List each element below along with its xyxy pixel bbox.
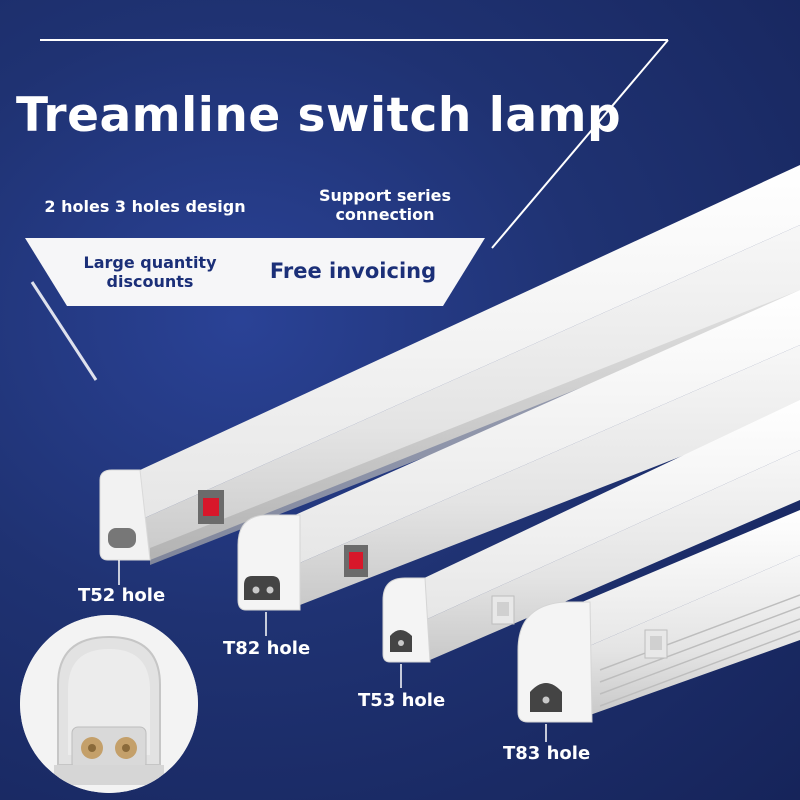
label-t83: T83 hole (503, 743, 591, 764)
promo-banner: Large quantity discounts Free invoicing (25, 238, 485, 306)
socket-closeup-image (20, 615, 198, 793)
label-pointers (118, 560, 547, 742)
banner-shape (25, 238, 485, 306)
feature-series-connection: Support series connection (318, 186, 452, 224)
feature-holes-design: 2 holes 3 holes design (44, 197, 246, 216)
socket-closeup (20, 615, 198, 793)
decorative-lines (30, 39, 669, 381)
label-t53: T53 hole (358, 690, 446, 711)
banner-invoicing: Free invoicing (269, 259, 437, 283)
lamp-t52 (99, 165, 800, 565)
page-title: Treamline switch lamp (16, 88, 622, 143)
label-t52: T52 hole (78, 585, 166, 606)
lamp-t83 (517, 510, 800, 723)
banner-discounts: Large quantity discounts (83, 253, 217, 291)
lamp-t82 (237, 290, 800, 611)
label-t82: T82 hole (223, 638, 311, 659)
lamp-t53 (382, 400, 800, 663)
